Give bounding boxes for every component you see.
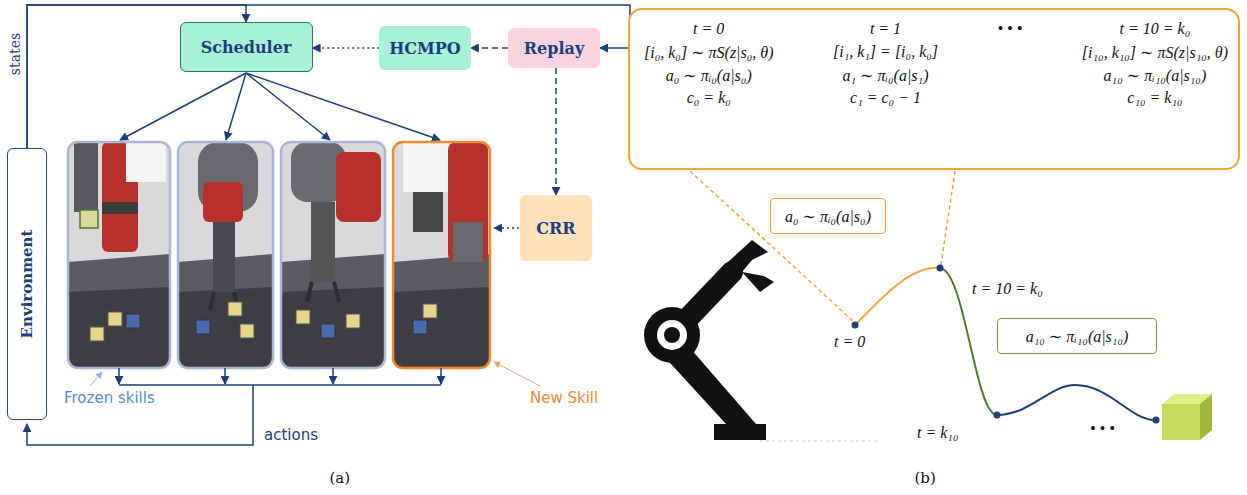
scheduler-box: Scheduler xyxy=(180,22,313,72)
leader-line xyxy=(90,372,102,386)
action-box: a₁₀ ∼ πᵢ₁₀(a|s₁₀) xyxy=(997,318,1157,354)
hcmpo-box: HCMPO xyxy=(379,26,471,70)
equation-text: c₀ = k₀ xyxy=(687,89,731,107)
node-text: HCMPO xyxy=(389,39,461,58)
equation-text: c₁ = c₀ − 1 xyxy=(850,89,921,107)
group-label: Frozen skills xyxy=(62,389,157,407)
replay-box: Replay xyxy=(508,28,600,68)
connector-arrow xyxy=(313,47,380,49)
crr-update-arrow xyxy=(494,227,519,229)
environment-box: Environment xyxy=(7,148,47,420)
node-text: Environment xyxy=(18,230,36,339)
node-text: Scheduler xyxy=(201,38,292,57)
actions-wiring xyxy=(27,368,441,445)
equation-text: c₁₀ = k₁₀ xyxy=(1127,89,1182,107)
equation-text: [i₀, k₀] ∼ πS(z|s₀, θ) xyxy=(644,43,773,62)
equation-text: a₁ ∼ πᵢ₀(a|s₁) xyxy=(843,66,929,85)
connector-arrow xyxy=(471,47,508,49)
action-box: a₀ ∼ πᵢ₀(a|s₀) xyxy=(770,198,886,234)
crr-box: CRR xyxy=(520,195,592,261)
equation-text: t = 1 xyxy=(870,20,901,38)
node-text: CRR xyxy=(536,219,575,238)
time-label: t = 10 = k₀ xyxy=(970,280,1045,298)
time-label: t = 0 xyxy=(832,333,867,351)
panel-label: (a) xyxy=(328,469,353,487)
equation-text: a₁₀ ∼ πᵢ₁₀(a|s₁₀) xyxy=(1104,66,1207,85)
connector-arrow xyxy=(555,68,557,195)
skill-panel xyxy=(281,142,385,368)
equation-text: t = 10 = k₀ xyxy=(1120,20,1191,38)
equation-text: [i₁₀, k₁₀] ∼ πS(z|s₁₀, θ) xyxy=(1082,43,1228,62)
cube-icon xyxy=(1162,394,1212,440)
panel-label: (b) xyxy=(913,469,938,487)
skill-panel xyxy=(393,142,490,368)
equation-text: • • • xyxy=(998,20,1023,38)
robot-arm-icon xyxy=(644,240,774,440)
node-text: a₁₀ ∼ πᵢ₁₀(a|s₁₀) xyxy=(1026,327,1129,346)
node-text: Replay xyxy=(524,39,584,58)
scheduler-arrows xyxy=(120,73,440,140)
connector-arrow xyxy=(27,5,630,148)
equation-text: [i₁, k₁] = [i₀, k₀] xyxy=(833,43,938,61)
skill-panel xyxy=(178,142,273,368)
timestep-callout: t = 0 [i₀, k₀] ∼ πS(z|s₀, θ) a₀ ∼ πᵢ₀(a|s₀… xyxy=(628,8,1240,170)
signal-label: actions xyxy=(262,426,320,444)
leader-line xyxy=(494,362,540,386)
ground-line xyxy=(760,441,880,442)
group-label: New Skill xyxy=(528,389,600,407)
trajectory-points xyxy=(852,265,1160,424)
time-label: t = k₁₀ xyxy=(915,424,960,442)
equation-text: t = 0 xyxy=(693,20,724,38)
ellipsis-label: • • • xyxy=(1088,420,1117,438)
node-text: a₀ ∼ πᵢ₀(a|s₀) xyxy=(785,207,871,226)
zoom-lines xyxy=(690,171,955,322)
skill-panel xyxy=(68,142,170,368)
equation-text: a₀ ∼ πᵢ₀(a|s₀) xyxy=(666,66,752,85)
signal-label: states xyxy=(7,31,23,77)
